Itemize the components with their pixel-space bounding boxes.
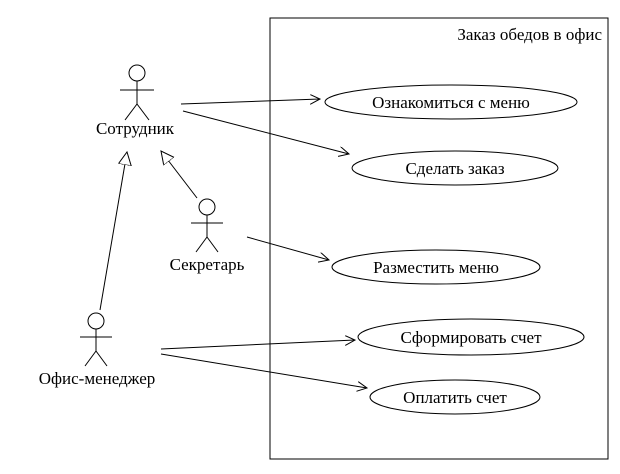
actor-employee: Сотрудник: [96, 64, 175, 138]
use-case-view-menu: Ознакомиться с меню: [324, 84, 578, 120]
actor-secretary-head: [198, 198, 216, 216]
use-case-post-menu: Разместить меню: [331, 249, 541, 285]
association-office-manager-create-invoice: [160, 340, 355, 350]
association-secretary-post-menu: [246, 236, 329, 260]
association-employee-make-order: [182, 110, 349, 154]
use-case-create-invoice-ellipse: [357, 318, 585, 356]
use-case-post-menu-ellipse: [331, 249, 541, 285]
actor-employee-label: Сотрудник: [96, 119, 175, 138]
actor-office-manager-head: [87, 312, 105, 330]
use-case-make-order-label: Сделать заказ: [405, 159, 504, 178]
association-employee-view-menu: [180, 99, 320, 104]
system-title: Заказ обедов в офис: [457, 25, 602, 44]
use-case-view-menu-ellipse: [324, 84, 578, 120]
actor-employee-left-leg: [124, 103, 138, 121]
generalization-secretary-employee: [161, 151, 198, 199]
actor-secretary-left-leg: [195, 236, 208, 253]
use-case-post-menu-label: Разместить меню: [373, 258, 499, 277]
use-case-pay-invoice-ellipse: [369, 379, 541, 415]
actor-office-manager: Офис-менеджер: [39, 312, 156, 388]
use-case-make-order-ellipse: [351, 150, 559, 186]
actor-office-manager-left-leg: [84, 350, 97, 367]
actor-office-manager-right-leg: [95, 350, 108, 367]
actor-secretary-right-leg: [206, 236, 219, 253]
actor-employee-right-leg: [136, 103, 150, 121]
generalization-office-manager-employee: [99, 152, 127, 311]
system-boundary: [269, 17, 609, 460]
use-case-create-invoice: Сформировать счет: [357, 318, 585, 356]
use-case-view-menu-label: Ознакомиться с меню: [372, 93, 530, 112]
use-case-create-invoice-label: Сформировать счет: [400, 328, 542, 347]
association-office-manager-pay-invoice: [160, 353, 367, 388]
use-case-pay-invoice-label: Оплатить счет: [403, 388, 507, 407]
actor-office-manager-label: Офис-менеджер: [39, 369, 156, 388]
use-case-make-order: Сделать заказ: [351, 150, 559, 186]
actor-secretary-label: Секретарь: [170, 255, 245, 274]
actor-secretary: Секретарь: [170, 198, 245, 274]
use-case-pay-invoice: Оплатить счет: [369, 379, 541, 415]
actor-employee-head: [128, 64, 146, 82]
